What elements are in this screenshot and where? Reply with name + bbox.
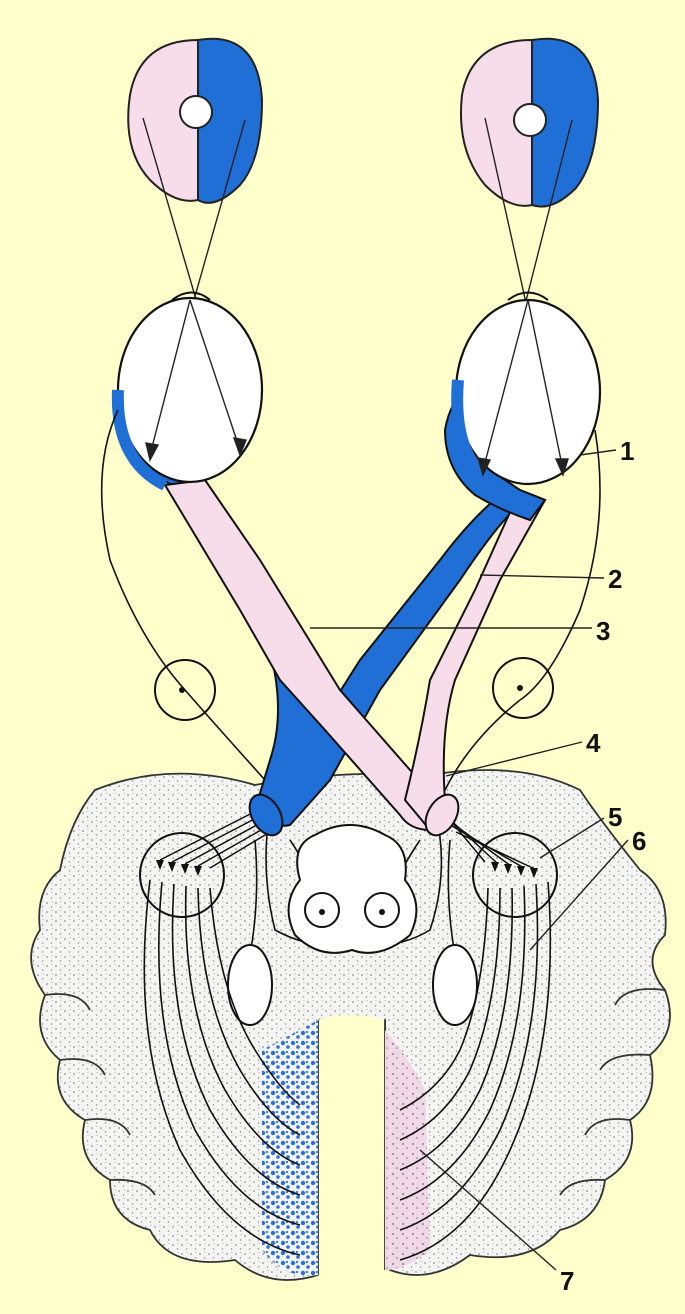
label-5: 5 [608,802,622,832]
left-superior-colliculus [228,945,272,1025]
label-7: 7 [560,1266,574,1296]
label-2: 2 [608,564,622,594]
label-6: 6 [632,826,646,856]
label-4: 4 [586,728,601,758]
left-visual-field [128,39,262,203]
right-eyeball [456,293,600,485]
label-3: 3 [596,616,610,646]
midbrain [289,825,417,953]
label-1: 1 [620,436,634,466]
left-eyeball [118,293,262,486]
right-visual-field [461,39,598,207]
interhemispheric-fissure [318,1015,385,1281]
right-superior-colliculus [433,945,477,1025]
